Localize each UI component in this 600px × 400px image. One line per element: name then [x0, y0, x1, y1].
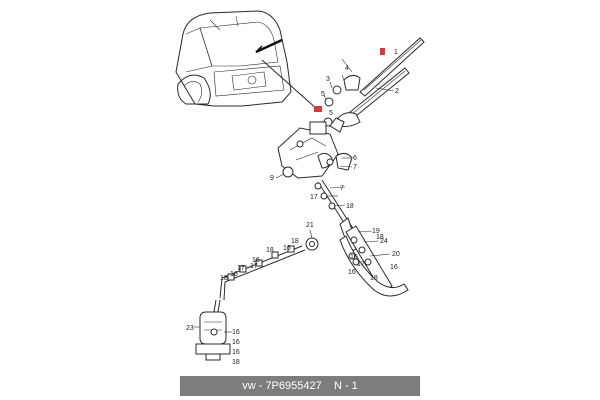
part-label: 9: [270, 175, 274, 182]
part-label: 16: [348, 269, 356, 276]
part-label: 17: [310, 194, 318, 201]
leader-lines: [194, 58, 395, 333]
vehicle-illustration: [175, 10, 322, 112]
part-label: 17: [250, 263, 258, 270]
part-label: 3: [326, 76, 330, 83]
washer-hose-line: [219, 237, 319, 301]
part-label: 18: [370, 275, 378, 282]
part-label: 16: [232, 349, 240, 356]
part-label: 1: [394, 49, 398, 56]
part-label: 16: [283, 245, 291, 252]
part-label: 7: [340, 185, 344, 192]
part-label: 18: [266, 247, 274, 254]
part-label: 4: [345, 65, 349, 72]
washer-nozzle-assembly: [339, 225, 409, 297]
wiper-motor: [277, 121, 353, 179]
part-label: 16: [232, 329, 240, 336]
wiper-blade-assembly: [337, 37, 425, 127]
part-label: 18: [346, 203, 354, 210]
part-label: 18: [232, 359, 240, 366]
part-label: 16: [232, 339, 240, 346]
part-label: 17: [357, 261, 365, 268]
part-label: 18: [291, 238, 299, 245]
fastener-group-top: [323, 74, 361, 133]
part-label: 24: [380, 238, 388, 245]
part-label: 16: [230, 271, 238, 278]
part-label: 16: [252, 257, 260, 264]
part-label: 16: [390, 264, 398, 271]
part-label: 23: [186, 325, 194, 332]
part-label: 20: [392, 251, 400, 258]
position-label: N - 1: [333, 380, 358, 392]
separator: -: [258, 380, 263, 392]
brand-label: vw: [242, 380, 256, 392]
part-label: 5: [321, 91, 325, 98]
part-label: 16: [350, 254, 358, 261]
exploded-parts-diagram: 1 2 3 4 5 5 6 7 9 7 17 18 21 19 24 20 18…: [175, 10, 425, 366]
part-label: 18: [376, 234, 384, 241]
part-label: 19: [372, 228, 380, 235]
part-label: 6: [353, 155, 357, 162]
part-label: 18: [220, 275, 228, 282]
part-label: 2: [395, 88, 399, 95]
part-number: 7P6955427: [265, 380, 322, 392]
part-label: 5: [329, 110, 333, 117]
part-label: 17: [237, 265, 245, 272]
part-label: 7: [353, 164, 357, 171]
part-labels: 1 2 3 4 5 5 6 7 9 7 17 18 21 19 24 20 18…: [186, 49, 400, 366]
part-label: 21: [306, 222, 314, 229]
part-number-bar: vw - 7P6955427 N - 1: [180, 376, 420, 396]
washer-pump: [195, 299, 231, 361]
